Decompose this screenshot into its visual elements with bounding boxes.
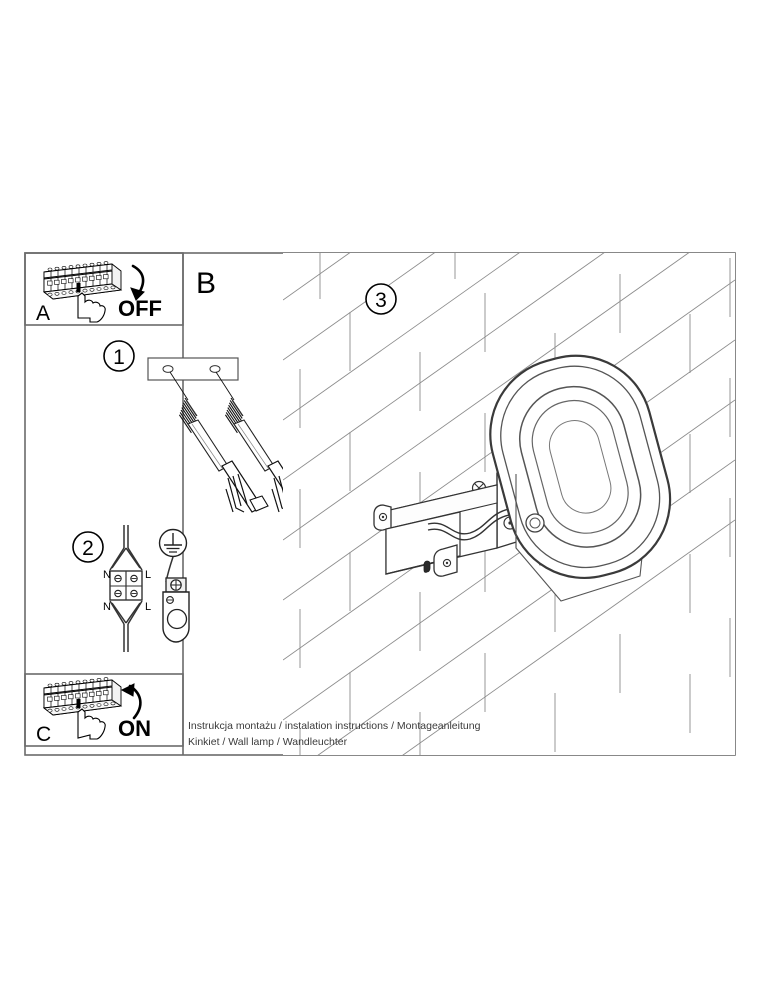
hand-pointing-icon [77,292,106,323]
panel-a-letter: A [36,302,50,325]
step-3-group: 3 [365,283,397,315]
rounded-rectangular-wall-lamp [489,354,672,602]
step-1-number: 1 [113,346,125,369]
bracket-tab-upper [373,504,392,531]
breaker-panel-hand-icon [42,261,123,300]
l-shaped-mounting-bracket [373,465,524,577]
step-3-badge [365,283,397,315]
bracket-tab-lower [433,544,458,577]
cable-gland [162,577,190,643]
terminal-label-l-bottom: L [145,601,151,613]
terminal-label-n-top: N [103,569,111,581]
step-2-number: 2 [82,537,94,560]
breaker-panel-hand-icon-on [42,677,123,716]
step-2-group: 2 [72,525,190,652]
step-3-number: 3 [375,289,387,312]
caption-line-1: Instrukcja montażu / instalation instruc… [188,720,481,732]
earth-ground-icon [158,528,188,558]
arrow-up-curved-icon [120,683,142,720]
step-1-badge [103,340,135,372]
step-2-badge [72,531,104,563]
terminal-block [109,570,143,601]
panel-c-action-label: ON [118,716,151,741]
panel-c-letter: C [36,723,51,746]
panel-a-action-label: OFF [118,296,162,321]
panel-c: C ON [24,673,184,747]
panel-a: A OFF [24,252,184,326]
mounting-plate [147,357,239,381]
wiring-cables [109,525,143,571]
bracket-slot [423,560,431,573]
caption-line-2: Kinkiet / Wall lamp / Wandleuchter [188,736,348,748]
panel-c-border [24,673,184,747]
terminal-label-l-top: L [145,569,151,581]
terminal-label-n-bottom: N [103,601,111,613]
panel-b-letter: B [196,267,216,300]
connection-cable [427,508,510,541]
hand-pointing-icon-on [77,708,106,740]
wiring-cables-lower [109,600,143,652]
lamp-mount-knob [525,513,545,533]
screw-and-wall-plug-1 [169,371,269,513]
step-1-group: 1 [103,340,315,513]
arrow-down-curved-icon [130,264,145,301]
